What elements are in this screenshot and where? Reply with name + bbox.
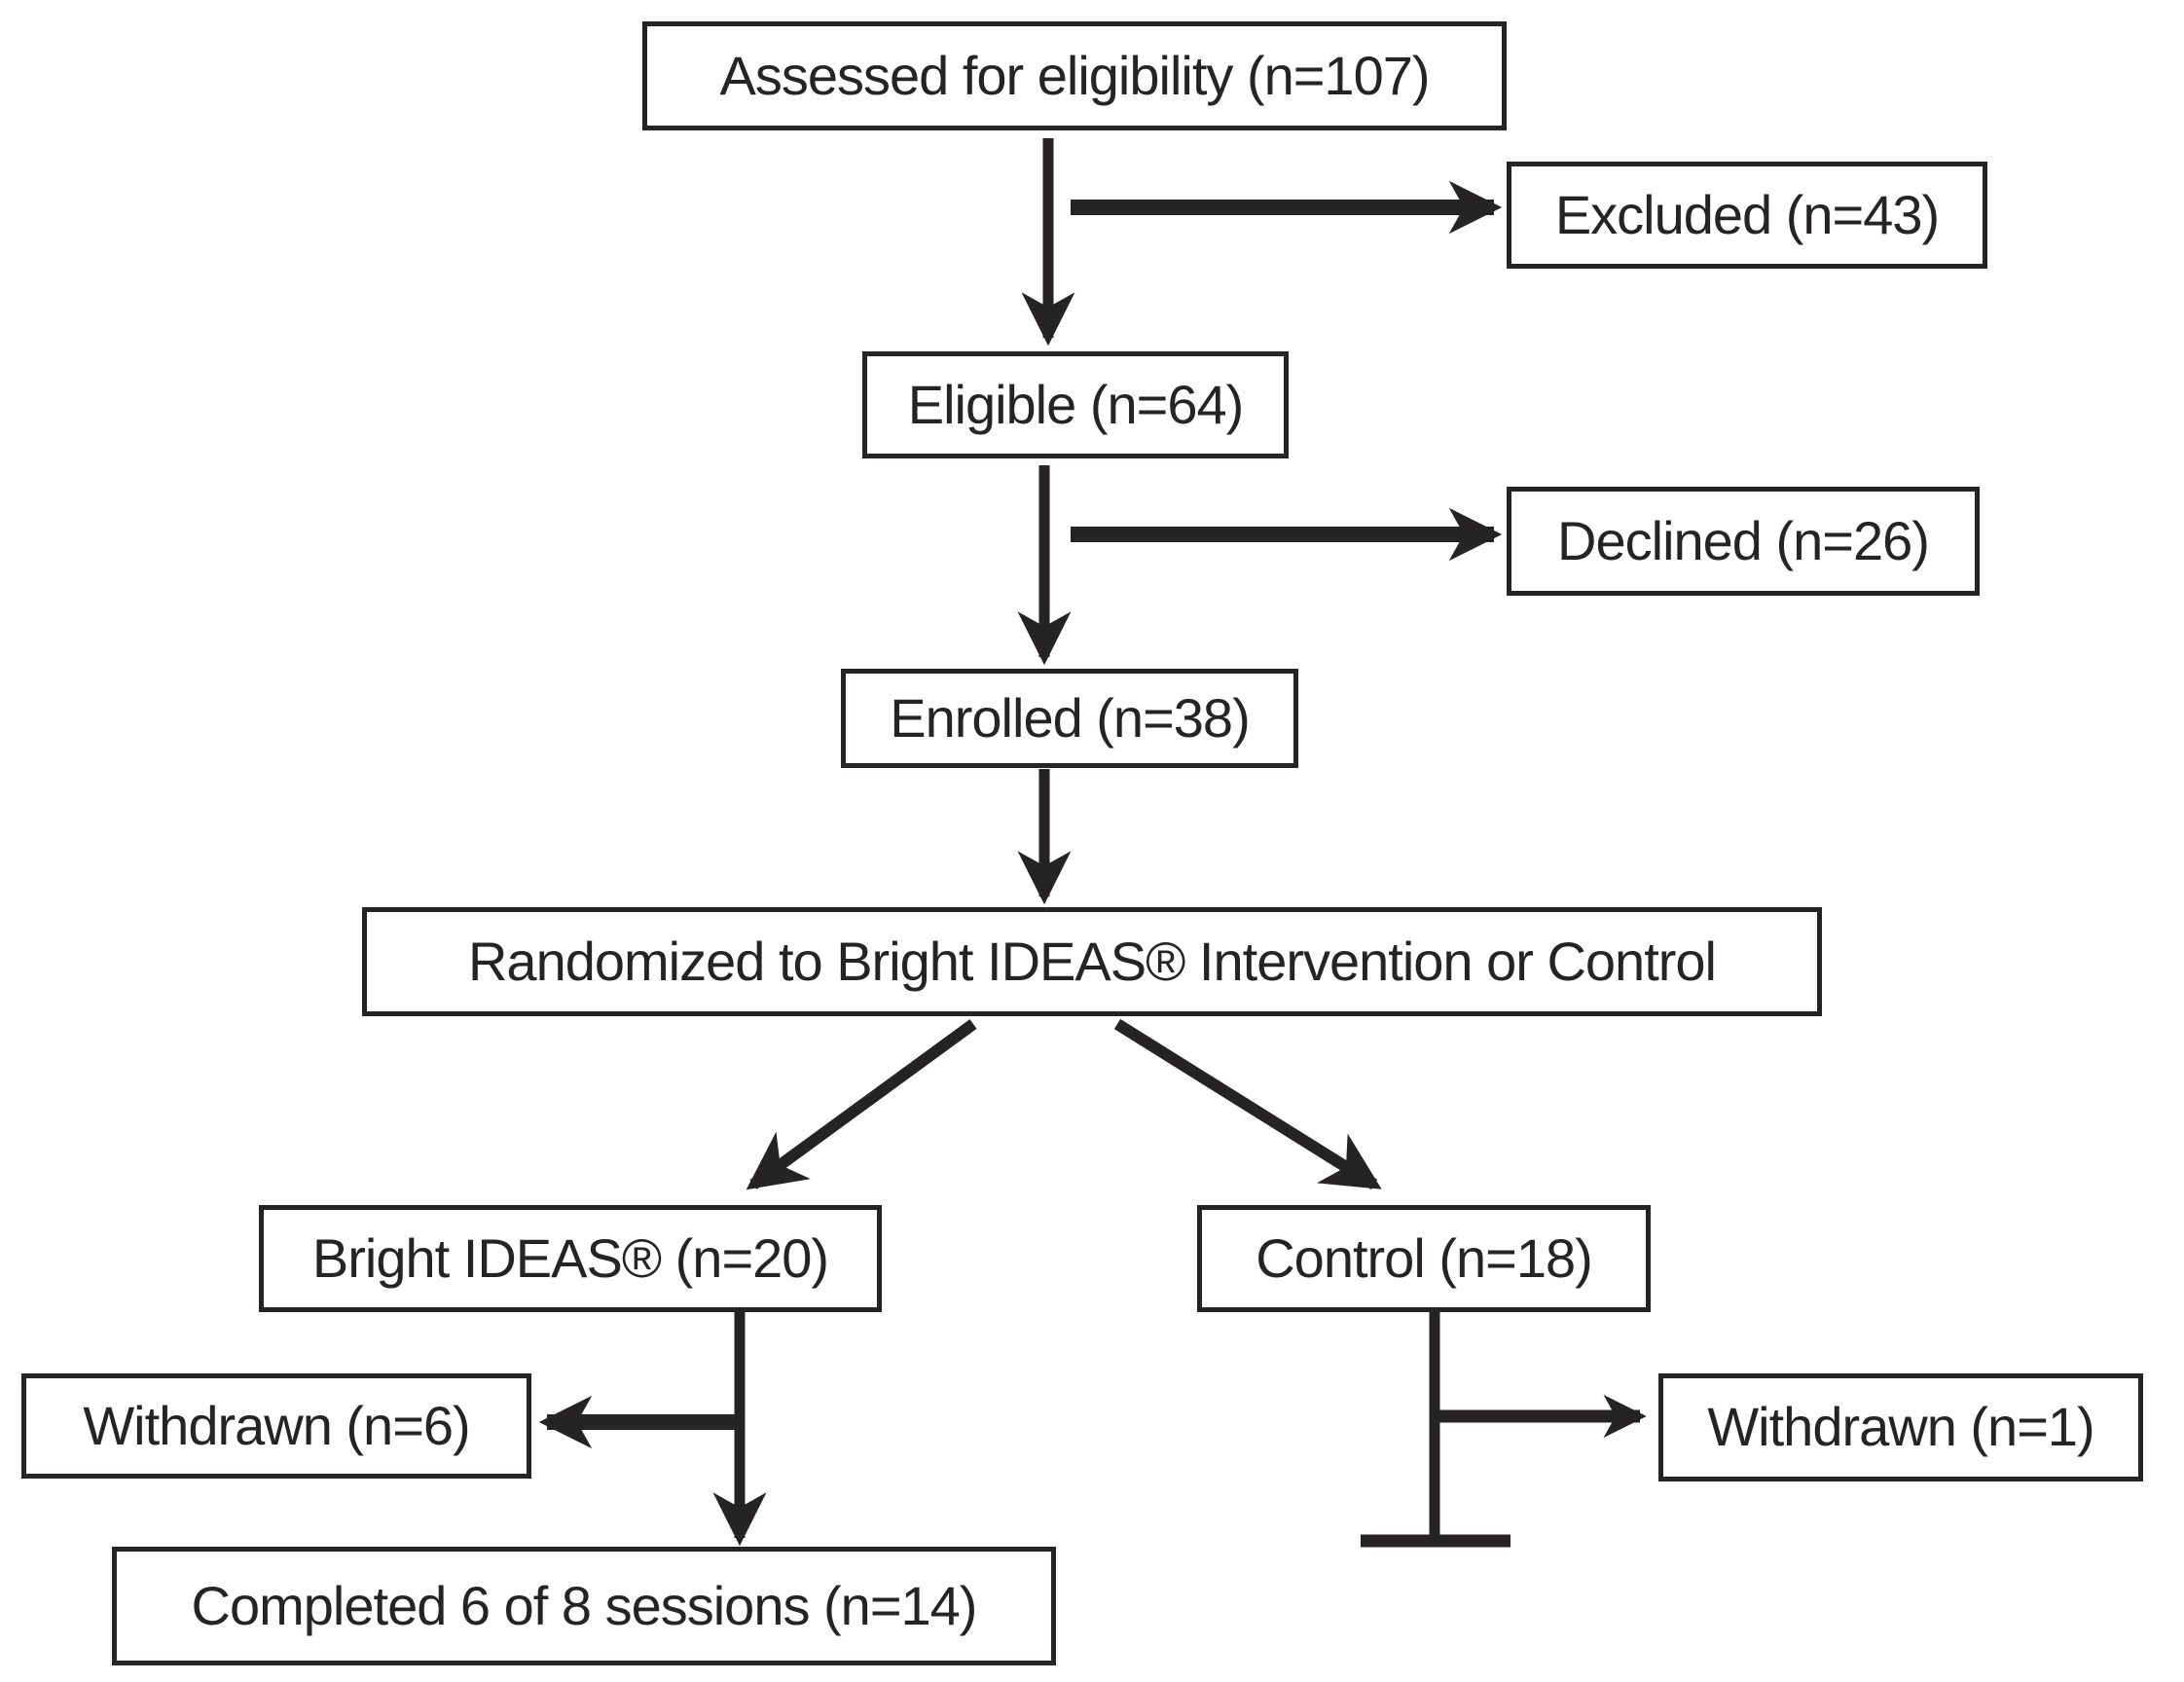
node-excluded: Excluded (n=43) xyxy=(1507,162,1987,269)
arrow-randomized-to-bright-ideas xyxy=(746,1019,977,1190)
node-assessed-for-eligibility: Assessed for eligibility (n=107) xyxy=(642,21,1507,130)
node-withdrawn-bright-ideas: Withdrawn (n=6) xyxy=(21,1373,531,1479)
node-randomized: Randomized to Bright IDEAS® Intervention… xyxy=(362,907,1822,1016)
node-withdrawn-control: Withdrawn (n=1) xyxy=(1658,1373,2143,1481)
node-control-arm: Control (n=18) xyxy=(1197,1205,1651,1312)
node-eligible: Eligible (n=64) xyxy=(862,351,1289,458)
node-bright-ideas-arm: Bright IDEAS® (n=20) xyxy=(259,1205,882,1312)
arrow-randomized-to-control xyxy=(1113,1018,1382,1190)
node-enrolled: Enrolled (n=38) xyxy=(841,669,1298,768)
node-declined: Declined (n=26) xyxy=(1507,487,1980,596)
node-completed-sessions: Completed 6 of 8 sessions (n=14) xyxy=(112,1547,1056,1665)
